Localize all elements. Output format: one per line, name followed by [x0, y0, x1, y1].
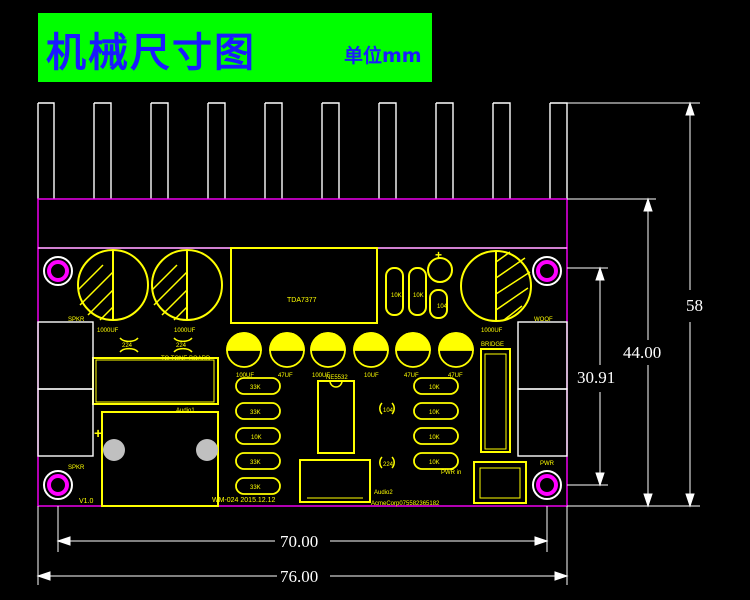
dimension-lines [36, 101, 700, 585]
svg-text:Audio2: Audio2 [374, 490, 393, 496]
svg-text:WM-024 2015.12.12: WM-024 2015.12.12 [212, 497, 276, 504]
unit-label: 单位mm [344, 45, 422, 67]
svg-text:10K: 10K [429, 385, 440, 391]
svg-text:100UF: 100UF [236, 373, 254, 379]
spkr-terminal-top [37, 321, 94, 390]
svg-text:10K: 10K [251, 435, 262, 441]
woof-terminal-top [517, 321, 568, 390]
mounting-holes [43, 256, 562, 500]
svg-text:33K: 33K [250, 385, 261, 391]
svg-text:PWR: PWR [540, 461, 555, 467]
power-cap-holes [103, 439, 218, 461]
dim-58: 58 [686, 296, 703, 315]
ic-ne5532 [317, 380, 355, 454]
svg-text:Audio1: Audio1 [176, 408, 195, 414]
big-cap-1 [77, 249, 149, 321]
small-caps-row [226, 332, 474, 368]
heatsink [37, 102, 568, 249]
svg-text:104: 104 [437, 304, 448, 310]
resistors-left [235, 377, 281, 495]
svg-text:10K: 10K [429, 410, 440, 416]
svg-text:1000UF: 1000UF [481, 328, 503, 334]
svg-text:AcmeCorp075582365182: AcmeCorp075582365182 [371, 501, 440, 507]
svg-text:10K: 10K [391, 293, 402, 299]
resistors-right [413, 377, 459, 470]
audio1-connector [92, 357, 219, 405]
svg-text:224: 224 [383, 462, 394, 468]
big-cap-3 [460, 250, 532, 322]
silk-text: TDA7377 SPKR SPKR WOOF TO TONE BOARD Aud… [68, 248, 555, 507]
spkr-terminal-bottom [37, 388, 94, 457]
page-title: 机械尺寸图 [46, 30, 256, 76]
svg-text:47UF: 47UF [448, 373, 463, 379]
silkscreen [37, 247, 568, 507]
svg-text:10UF: 10UF [364, 373, 379, 379]
svg-text:224: 224 [122, 343, 133, 349]
svg-text:V1.0: V1.0 [79, 498, 94, 505]
board-outline [37, 247, 568, 507]
svg-text:BRIDGE: BRIDGE [481, 342, 504, 348]
ic-tda7377 [230, 247, 378, 324]
svg-text:PWR in: PWR in [441, 470, 461, 476]
svg-text:WOOF: WOOF [534, 317, 553, 323]
big-cap-2 [151, 249, 223, 321]
svg-text:SPKR: SPKR [68, 465, 85, 471]
bridge-jumper [480, 348, 511, 453]
svg-text:+: + [435, 248, 442, 262]
svg-text:NE5532: NE5532 [326, 375, 348, 381]
label-tda7377: TDA7377 [287, 297, 317, 304]
svg-text:1000UF: 1000UF [97, 328, 119, 334]
audio2-connector [299, 459, 371, 503]
title-banner: 机械尺寸图 单位mm [38, 13, 432, 82]
dimension-text: 58 44.00 30.91 70.00 76.00 [280, 296, 703, 586]
mount-hole-br [532, 470, 562, 500]
svg-text:33K: 33K [250, 410, 261, 416]
dim-44: 44.00 [623, 343, 661, 362]
svg-text:+: + [94, 425, 102, 441]
woof-terminal-bottom [517, 388, 568, 457]
svg-text:10K: 10K [429, 435, 440, 441]
svg-text:10K: 10K [429, 460, 440, 466]
dim-76: 76.00 [280, 567, 318, 586]
svg-text:104: 104 [383, 408, 394, 414]
svg-text:224: 224 [176, 343, 187, 349]
mount-hole-tr [532, 256, 562, 286]
svg-text:47UF: 47UF [404, 373, 419, 379]
dim-70: 70.00 [280, 532, 318, 551]
mount-hole-tl [43, 256, 73, 286]
power-capacitor [101, 411, 219, 507]
svg-text:33K: 33K [250, 485, 261, 491]
pwr-in-connector [473, 461, 527, 504]
svg-text:100UF: 100UF [312, 373, 330, 379]
svg-text:1000UF: 1000UF [174, 328, 196, 334]
svg-text:SPKR: SPKR [68, 317, 85, 323]
mount-hole-bl [43, 470, 73, 500]
dim-30-91: 30.91 [577, 368, 615, 387]
svg-text:10K: 10K [413, 293, 424, 299]
svg-text:33K: 33K [250, 460, 261, 466]
svg-text:TO TONE BOARD: TO TONE BOARD [161, 356, 211, 362]
svg-text:47UF: 47UF [278, 373, 293, 379]
